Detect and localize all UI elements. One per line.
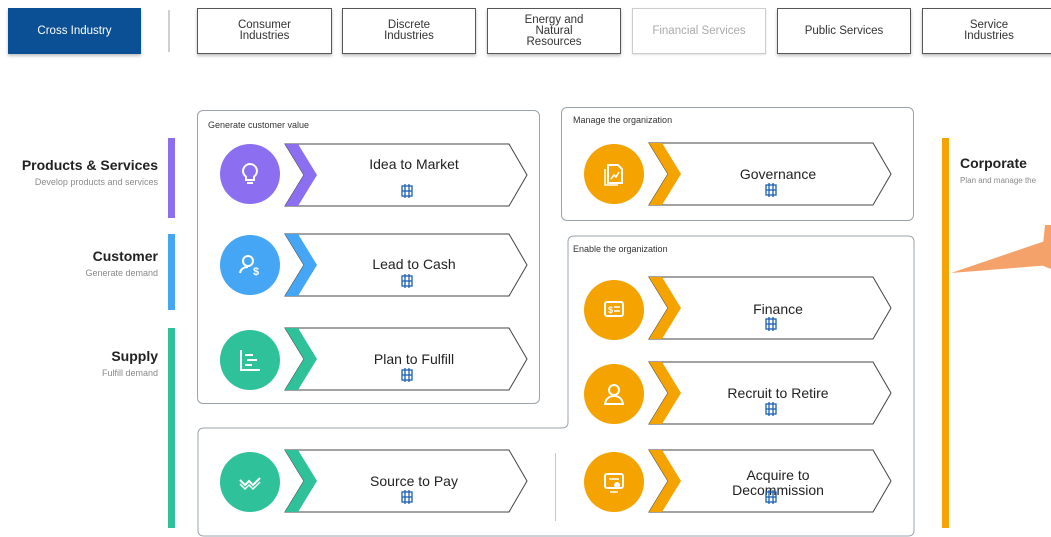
sitemap-icon[interactable] <box>400 368 414 382</box>
category-subtitle: Plan and manage the <box>960 176 1037 185</box>
process-source-to-pay[interactable]: Source to Pay <box>284 449 529 513</box>
callout-pointer <box>951 225 1051 273</box>
lightbulb-icon <box>220 144 280 204</box>
tab-public-services[interactable]: Public Services <box>777 8 911 54</box>
tab-discrete-industries[interactable]: Discrete Industries <box>342 8 476 54</box>
sitemap-icon[interactable] <box>764 183 778 197</box>
asset-icon <box>584 452 644 512</box>
category-products-services: Products & Services Develop products and… <box>0 157 158 187</box>
process-label: Finance <box>753 301 803 317</box>
group-label: Enable the organization <box>573 244 668 254</box>
sitemap-icon[interactable] <box>764 402 778 416</box>
tab-service-industries[interactable]: Service Industries <box>922 8 1051 54</box>
customer-money-icon: $ <box>220 235 280 295</box>
process-label: Recruit to Retire <box>727 385 829 401</box>
category-title: Customer <box>92 248 158 264</box>
category-subtitle: Develop products and services <box>34 177 158 187</box>
process-lead-to-cash[interactable]: Lead to Cash <box>284 233 529 297</box>
category-supply: Supply Fulfill demand <box>0 348 158 378</box>
category-title: Products & Services <box>21 157 158 173</box>
group-label: Manage the organization <box>573 115 673 125</box>
svg-text:$: $ <box>608 305 613 315</box>
sitemap-icon[interactable] <box>764 317 778 331</box>
process-label: Source to Pay <box>370 473 458 489</box>
process-label: Idea to Market <box>369 156 459 172</box>
svg-text:$: $ <box>253 266 259 278</box>
process-plan-to-fulfill[interactable]: Plan to Fulfill <box>284 327 529 391</box>
group-label: Generate customer value <box>208 120 310 130</box>
tab-cross-industry[interactable]: Cross Industry <box>8 8 141 54</box>
divider <box>555 453 556 521</box>
sitemap-icon[interactable] <box>764 490 778 504</box>
category-title: Supply <box>111 348 158 364</box>
category-title: Corporate <box>960 155 1027 171</box>
employee-icon <box>584 364 644 424</box>
finance-document-icon: $ <box>584 280 644 340</box>
tab-consumer-industries[interactable]: Consumer Industries <box>197 8 332 54</box>
process-governance[interactable]: Governance <box>648 142 893 206</box>
process-finance[interactable]: Finance <box>648 276 893 340</box>
category-bar-corporate <box>942 138 949 528</box>
category-subtitle: Fulfill demand <box>101 368 158 378</box>
category-bar-customer <box>168 234 175 310</box>
gantt-chart-icon <box>220 330 280 390</box>
category-corporate: Corporate Plan and manage the <box>960 155 1051 185</box>
category-bar-supply <box>168 328 175 528</box>
handshake-icon <box>220 452 280 512</box>
sitemap-icon[interactable] <box>400 490 414 504</box>
process-label: Plan to Fulfill <box>373 351 455 367</box>
process-label: Lead to Cash <box>372 256 456 272</box>
tab-divider <box>168 10 170 52</box>
tab-financial-services[interactable]: Financial Services <box>632 8 766 54</box>
category-customer: Customer Generate demand <box>0 248 158 278</box>
sitemap-icon[interactable] <box>400 184 414 198</box>
sitemap-icon[interactable] <box>400 274 414 288</box>
tab-energy-natural-resources[interactable]: Energy and Natural Resources <box>487 8 621 54</box>
report-chart-icon <box>584 144 644 204</box>
process-label: Acquire to Decommission <box>732 467 824 498</box>
category-subtitle: Generate demand <box>85 268 158 278</box>
process-idea-to-market[interactable]: Idea to Market <box>284 143 529 207</box>
process-recruit-to-retire[interactable]: Recruit to Retire <box>648 361 893 425</box>
category-bar-products <box>168 138 175 218</box>
process-acquire-to-decommission[interactable]: Acquire to Decommission <box>648 449 893 513</box>
process-label: Governance <box>739 166 817 182</box>
